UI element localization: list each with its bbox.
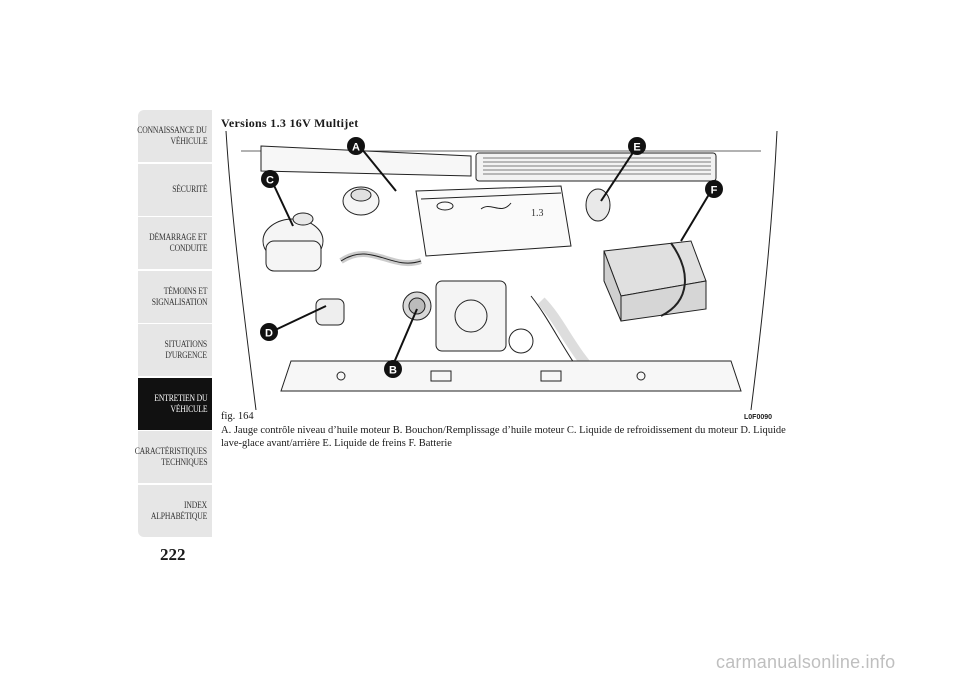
engine-badge: 1.3	[531, 208, 544, 219]
tab-label-line2: TECHNIQUES	[160, 457, 207, 467]
figure-label: fig. 164	[221, 411, 254, 422]
tab-label-line2: ALPHABÉTIQUE	[150, 510, 207, 521]
callout-a-label: A	[352, 142, 360, 154]
callout-f-label: F	[711, 185, 718, 197]
tab-caracteristiques-techniques[interactable]: CARACTÉRISTIQUES TECHNIQUES	[134, 431, 212, 483]
callout-d-label: D	[265, 328, 273, 340]
tab-label-line2: SIGNALISATION	[151, 296, 207, 307]
tab-situations-urgence[interactable]: SITUATIONS D'URGENCE	[138, 324, 212, 376]
chapter-sidebar: CONNAISSANCE DU VÉHICULE SÉCURITÉ DÉMARR…	[134, 110, 212, 538]
tab-index-alphabetique[interactable]: INDEX ALPHABÉTIQUE	[138, 484, 212, 537]
callout-e-label: E	[633, 142, 640, 154]
watermark: carmanualsonline.info	[716, 652, 896, 672]
tab-label-line1: TÉMOINS ET	[163, 285, 207, 296]
tab-label-line1: SÉCURITÉ	[171, 184, 207, 194]
engine-bay-illustration: A B C D E F 1.3	[225, 131, 778, 410]
tab-entretien-vehicule[interactable]: ENTRETIEN DU VÉHICULE	[138, 377, 212, 430]
tab-securite[interactable]: SÉCURITÉ	[138, 163, 212, 216]
tab-label-line1: DÉMARRAGE ET	[149, 232, 207, 242]
callout-c-label: C	[266, 175, 274, 187]
tab-label-line2: D'URGENCE	[165, 350, 207, 360]
tab-label-line2: VÉHICULE	[170, 403, 207, 414]
tab-label-line1: CARACTÉRISTIQUES	[134, 446, 207, 456]
tab-label-line1: SITUATIONS	[164, 339, 207, 349]
figure-code: L0F0090	[744, 414, 773, 421]
tab-connaissance-vehicule[interactable]: CONNAISSANCE DU VÉHICULE	[137, 110, 212, 162]
section-title: Versions 1.3 16V Multijet	[221, 116, 359, 130]
tab-label-line2: CONDUITE	[169, 243, 207, 253]
page-number: 222	[160, 545, 186, 564]
figure-caption: A. Jauge contrôle niveau d’huile moteur …	[221, 425, 786, 449]
callout-b-label: B	[389, 365, 397, 377]
tab-demarrage-conduite[interactable]: DÉMARRAGE ET CONDUITE	[138, 217, 212, 269]
tab-label-line2: VÉHICULE	[170, 136, 207, 146]
callout-markers: A B C D E F	[260, 137, 723, 378]
tab-label-line1: CONNAISSANCE DU	[137, 125, 207, 135]
tab-label-line1: INDEX	[184, 499, 207, 510]
tab-label-line1: ENTRETIEN DU	[154, 392, 207, 403]
tab-temoins-signalisation[interactable]: TÉMOINS ET SIGNALISATION	[138, 270, 212, 323]
